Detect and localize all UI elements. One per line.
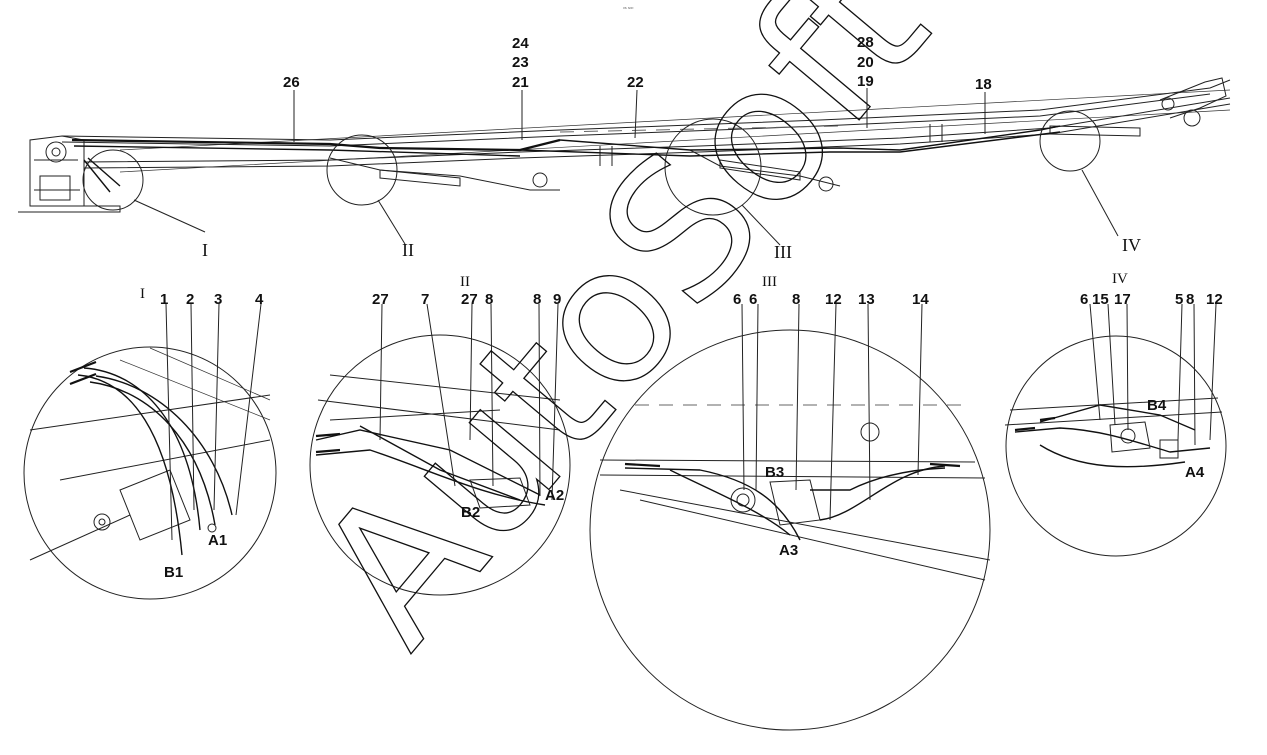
detail-circle-I — [82, 149, 144, 211]
marker-IV: IV — [1122, 235, 1141, 255]
boom-base — [18, 135, 121, 213]
detail-IV-callout-8: 8 — [1186, 291, 1194, 308]
detail-II-connector-A2: A2 — [545, 487, 564, 504]
callout-22: 22 — [627, 74, 644, 91]
detail-II-callout-27a: 27 — [372, 291, 389, 308]
detail-III-callout-13: 13 — [858, 291, 875, 308]
detail-III: III 6 6 8 12 13 14 B3 A3 — [589, 274, 991, 731]
detail-II-callout-7: 7 — [421, 291, 429, 308]
detail-circles — [82, 110, 1119, 246]
detail-I-connector-A1: A1 — [208, 532, 227, 549]
detail-IV-callout-6: 6 — [1080, 291, 1088, 308]
watermark: AutoSoft — [275, 0, 969, 684]
callout-20: 20 — [857, 54, 874, 71]
boom-sections — [61, 77, 1231, 192]
detail-I-callout-2: 2 — [186, 291, 194, 308]
detail-II-callout-9: 9 — [553, 291, 561, 308]
detail-IV-circle — [1005, 335, 1227, 557]
detail-I: I 1 2 3 4 A1 B1 — [23, 286, 277, 600]
detail-III-callout-12: 12 — [825, 291, 842, 308]
detail-III-callout-14: 14 — [912, 291, 929, 308]
detail-II-connector-B2: B2 — [461, 504, 480, 521]
detail-IV-connector-B4: B4 — [1147, 397, 1167, 414]
callout-26: 26 — [283, 74, 300, 91]
detail-IV-callout-12: 12 — [1206, 291, 1223, 308]
detail-III-connector-B3: B3 — [765, 464, 784, 481]
main-boom-view: 26 24 23 21 22 28 20 19 18 I II III IV — [18, 34, 1231, 262]
callout-24: 24 — [512, 35, 529, 52]
detail-circle-IV — [1039, 110, 1101, 172]
main-leaders — [293, 88, 986, 142]
marker-I: I — [202, 240, 208, 260]
detail-II-circle — [309, 334, 571, 596]
marker-II: II — [402, 240, 414, 260]
callout-28: 28 — [857, 34, 874, 51]
detail-II-callout-8b: 8 — [533, 291, 541, 308]
callout-18: 18 — [975, 76, 992, 93]
callout-23: 23 — [512, 54, 529, 71]
detail-II-callout-8a: 8 — [485, 291, 493, 308]
detail-I-callout-3: 3 — [214, 291, 222, 308]
detail-I-title: I — [140, 286, 145, 302]
detail-I-connector-B1: B1 — [164, 564, 183, 581]
detail-III-callout-8: 8 — [792, 291, 800, 308]
detail-circle-II — [326, 134, 398, 206]
detail-I-callout-1: 1 — [160, 291, 168, 308]
marker-III: III — [774, 242, 792, 262]
detail-I-circle — [23, 346, 277, 600]
detail-IV-title: IV — [1112, 271, 1128, 287]
detail-III-connector-A3: A3 — [779, 542, 798, 559]
detail-III-circle — [589, 329, 991, 731]
detail-II-callout-27b: 27 — [461, 291, 478, 308]
detail-I-callout-4: 4 — [255, 291, 264, 308]
header-mark: ᵒˢ ˢᵒᵒ — [623, 6, 634, 12]
callout-19: 19 — [857, 73, 874, 90]
detail-IV: IV 6 15 17 5 8 12 B4 A4 — [1004, 271, 1227, 557]
detail-III-callout-6a: 6 — [733, 291, 741, 308]
detail-III-title: III — [762, 274, 777, 290]
detail-II-title: II — [460, 274, 470, 290]
detail-IV-callout-5: 5 — [1175, 291, 1183, 308]
detail-II: II 27 7 27 8 8 9 A2 B2 — [309, 274, 571, 596]
detail-IV-callout-17: 17 — [1114, 291, 1131, 308]
detail-III-callout-6b: 6 — [749, 291, 757, 308]
detail-IV-connector-A4: A4 — [1185, 464, 1205, 481]
callout-21: 21 — [512, 74, 529, 91]
detail-IV-callout-15: 15 — [1092, 291, 1109, 308]
detail-circle-III — [664, 118, 762, 216]
